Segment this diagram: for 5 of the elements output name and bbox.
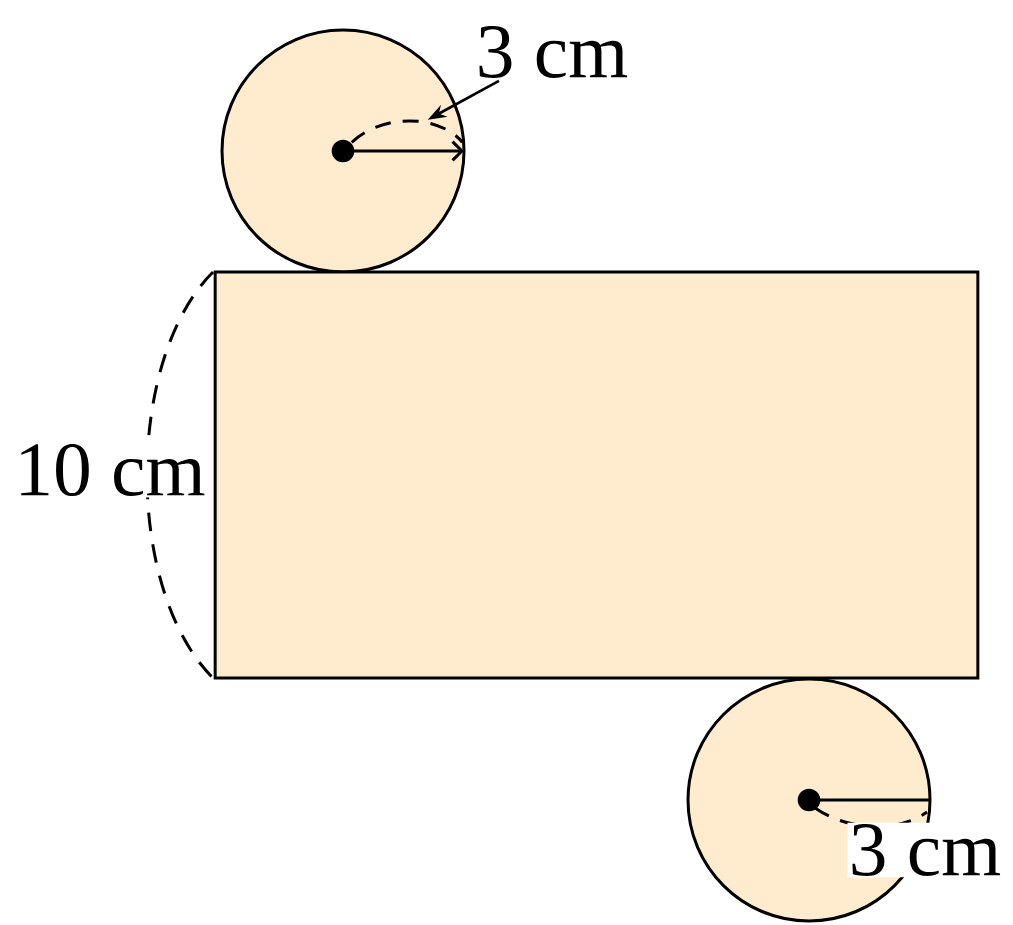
- circle-base: [220, 28, 466, 274]
- dimension-arc: [350, 119, 464, 144]
- dimension-label: 3 cm: [479, 26, 628, 78]
- dimension-label: 3 cm: [847, 822, 1003, 878]
- dimension-label: 10 cm: [13, 442, 207, 498]
